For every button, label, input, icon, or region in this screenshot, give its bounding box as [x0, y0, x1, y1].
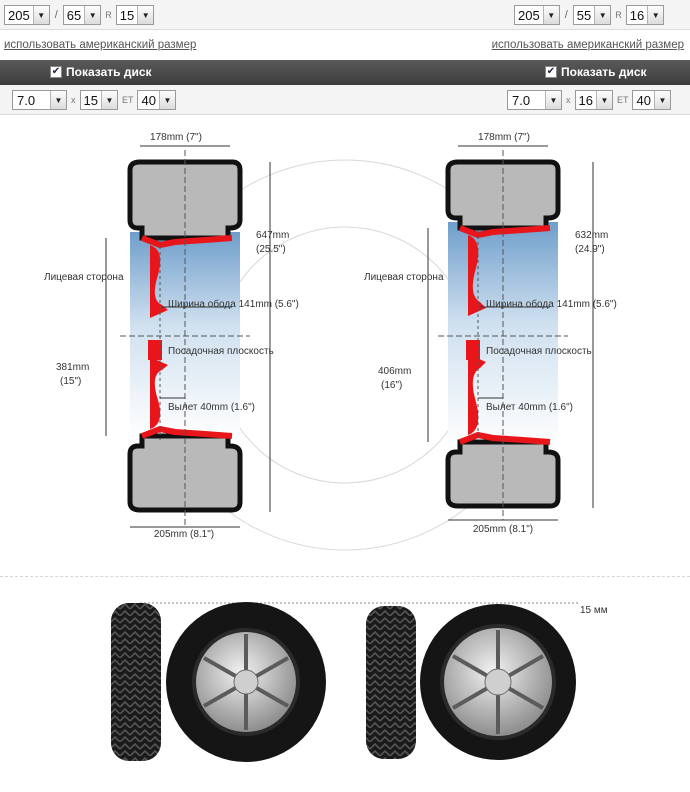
wheel-offset-select-right[interactable]: 40▼	[632, 90, 671, 110]
rim-flange-top	[458, 225, 551, 239]
x-label: x	[71, 95, 76, 105]
separator: /	[54, 9, 58, 21]
wheel-size-left: 7.0▼ x 15▼ ET 40▼	[12, 89, 176, 111]
chevron-down-icon: ▼	[84, 6, 101, 24]
section-divider	[0, 576, 690, 577]
chevron-down-icon: ▼	[137, 6, 154, 24]
chevron-down-icon: ▼	[595, 91, 612, 109]
show-disk-label: Показать диск	[66, 65, 152, 79]
us-size-row	[0, 31, 690, 60]
disk-spoke-bottom	[468, 354, 486, 435]
tire-size-left: 205▼ / 65▼ R 15▼	[4, 4, 155, 26]
show-disk-checkbox-right[interactable]: ✔ Показать диск	[545, 65, 647, 79]
separator: /	[564, 9, 568, 21]
wheel-hub	[484, 668, 512, 696]
mounting-label: Посадочная плоскость	[168, 346, 274, 357]
wheel-size-right: 7.0▼ x 16▼ ET 40▼	[507, 89, 671, 111]
disk-spoke-top	[468, 235, 486, 316]
left-tire-section: 178mm (7") 647mm (25.5") Лицевая сторона…	[44, 132, 299, 540]
et-label: ET	[121, 95, 134, 105]
tire-photos: 15 мм	[111, 602, 608, 762]
tire-width-select-right[interactable]: 205▼	[514, 5, 560, 25]
rim-in-label: (16")	[381, 380, 402, 391]
tread-width-label: 178mm (7")	[150, 132, 202, 143]
tire-rim-select-left[interactable]: 15▼	[115, 5, 155, 25]
diameter-in-label: (25.5")	[256, 244, 286, 255]
section-width-label: 205mm (8.1")	[154, 529, 214, 540]
offset-label: Вылет 40mm (1.6")	[486, 402, 573, 413]
wheel-hub	[233, 669, 259, 695]
chevron-down-icon: ▼	[594, 6, 611, 24]
face-label: Лицевая сторона	[44, 272, 124, 283]
chevron-down-icon: ▼	[653, 91, 670, 109]
r-label: R	[615, 10, 622, 20]
chevron-down-icon: ▼	[545, 91, 561, 109]
diameter-in-label: (24.9")	[575, 244, 605, 255]
tire-size-right: 205▼ / 55▼ R 16▼	[514, 4, 665, 26]
mounting-label: Посадочная плоскость	[486, 346, 592, 357]
rim-width-label: Ширина обода 141mm (5.6")	[486, 298, 617, 310]
diameter-mm-label: 632mm	[575, 230, 608, 241]
x-label: x	[566, 95, 571, 105]
tire-cross-section-diagram: 178mm (7") 647mm (25.5") Лицевая сторона…	[44, 132, 617, 551]
wheel-offset-select-left[interactable]: 40▼	[137, 90, 176, 110]
right-tire-section: 178mm (7") 632mm (24.9") Лицевая сторона…	[364, 132, 617, 535]
chevron-down-icon: ▼	[542, 6, 559, 24]
rim-mm-label: 381mm	[56, 362, 89, 373]
tire-rim-select-right[interactable]: 16▼	[625, 5, 665, 25]
checkbox-checked-icon: ✔	[545, 66, 557, 78]
disk-hub	[148, 340, 162, 360]
wheel-width-select-right[interactable]: 7.0▼	[507, 90, 562, 110]
disk-hub	[466, 340, 480, 360]
offset-label: Вылет 40mm (1.6")	[168, 402, 255, 413]
section-width-label: 205mm (8.1")	[473, 524, 533, 535]
show-disk-bar	[0, 60, 690, 85]
tread-width-label: 178mm (7")	[478, 132, 530, 143]
show-disk-label: Показать диск	[561, 65, 647, 79]
chevron-down-icon: ▼	[50, 91, 66, 109]
right-tire-photos	[366, 604, 576, 760]
tire-width-select-left[interactable]: 205▼	[4, 5, 50, 25]
checkbox-checked-icon: ✔	[50, 66, 62, 78]
et-label: ET	[616, 95, 629, 105]
left-tire-photos	[111, 602, 326, 762]
rim-flange-bottom	[458, 431, 551, 445]
wheel-diameter-select-left[interactable]: 15▼	[79, 90, 118, 110]
difference-label: 15 мм	[580, 605, 608, 616]
rim-flange-top	[140, 235, 233, 249]
disk-spoke-top	[150, 245, 168, 318]
face-label: Лицевая сторона	[364, 272, 444, 283]
disk-spoke-bottom	[150, 357, 168, 429]
chevron-down-icon: ▼	[158, 91, 175, 109]
show-disk-checkbox-left[interactable]: ✔ Показать диск	[50, 65, 152, 79]
chevron-down-icon: ▼	[100, 91, 117, 109]
rim-flange-bottom	[140, 425, 233, 439]
wheel-size-bar: 7.0▼ x 15▼ ET 40▼ 7.0▼ x 16▼ ET 40▼	[0, 85, 690, 115]
diameter-mm-label: 647mm	[256, 230, 289, 241]
r-label: R	[105, 10, 112, 20]
rim-in-label: (15")	[60, 376, 81, 387]
chevron-down-icon: ▼	[647, 6, 664, 24]
tire-size-bar: 205▼ / 65▼ R 15▼ 205▼ / 55▼ R 16▼	[0, 0, 690, 30]
tread-view	[111, 603, 161, 761]
rim-mm-label: 406mm	[378, 366, 411, 377]
tread-view	[366, 606, 416, 759]
tire-profile-select-left[interactable]: 65▼	[62, 5, 102, 25]
rim-width-label: Ширина обода 141mm (5.6")	[168, 298, 299, 310]
tire-profile-select-right[interactable]: 55▼	[572, 5, 612, 25]
wheel-width-select-left[interactable]: 7.0▼	[12, 90, 67, 110]
wheel-diameter-select-right[interactable]: 16▼	[574, 90, 613, 110]
chevron-down-icon: ▼	[32, 6, 49, 24]
us-size-link-left[interactable]: использовать американский размер	[4, 39, 197, 51]
us-size-link-right[interactable]: использовать американский размер	[491, 39, 684, 51]
